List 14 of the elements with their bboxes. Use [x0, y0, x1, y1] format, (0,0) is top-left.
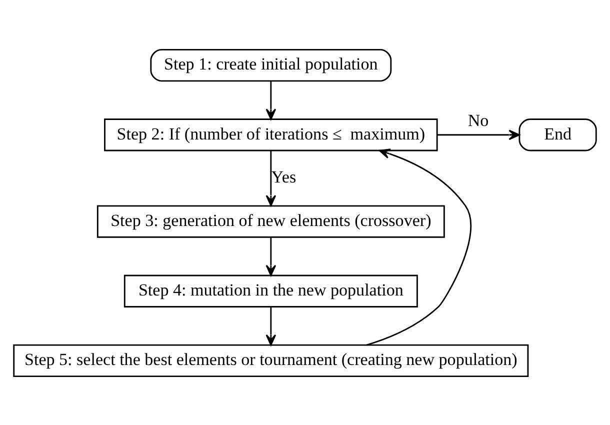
arrow — [266, 237, 276, 276]
node-box: Step 5: select the best elements or tournament (creating new population) — [13, 344, 529, 377]
arrow — [437, 129, 520, 140]
edge-label: No — [468, 110, 489, 130]
edge-label: Yes — [271, 167, 296, 186]
node-box: End — [518, 118, 597, 151]
arrow — [266, 150, 276, 206]
node-box: Step 4: mutation in the new population — [124, 274, 418, 307]
node-box: Step 2: If (number of iterations ≤ maximum) — [104, 118, 438, 151]
arrow — [266, 81, 276, 120]
arrow — [266, 306, 276, 346]
node-box: Step 1: create initial population — [150, 48, 392, 82]
arrow — [366, 148, 472, 346]
node-box: Step 3: generation of new elements (crossover) — [96, 204, 445, 238]
